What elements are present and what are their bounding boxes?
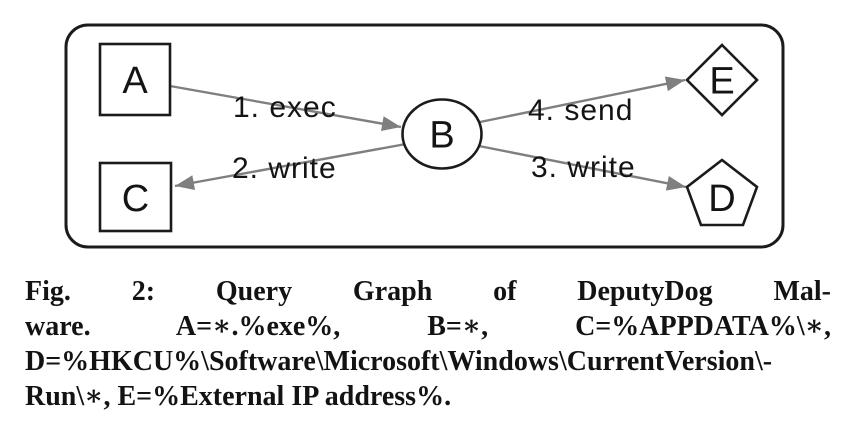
edge-b-d-label: 3. write <box>531 151 636 184</box>
edge-a-b-label: 1. exec <box>233 91 337 124</box>
edge-b-to-d <box>478 144 687 191</box>
node-b-circle <box>401 98 483 170</box>
caption-line-3: D=%HKCU%\Software\Microsoft\Windows\Curr… <box>25 346 773 377</box>
edge-b-e-label: 4. send <box>528 94 633 127</box>
node-c-label: C <box>122 178 149 220</box>
node-a-square <box>98 42 172 117</box>
graph-boundary-box <box>64 23 785 249</box>
node-b-label: B <box>429 115 454 157</box>
caption-line-4: Run\∗, E=%External IP address%. <box>25 381 452 412</box>
query-graph-figure: A B C D E 1. exec 2. write 3. write 4. s… <box>64 23 785 249</box>
edge-b-c-label: 2. write <box>232 152 337 185</box>
node-d-label: D <box>708 178 735 220</box>
caption-line-2: ware. A=∗.%exe%, B=∗, C=%APPDATA%\∗, <box>25 311 831 342</box>
node-e-label: E <box>709 61 734 103</box>
edge-b-to-c <box>174 142 407 190</box>
edge-b-to-e <box>479 76 686 124</box>
edge-a-to-b <box>169 84 402 132</box>
node-c-square <box>98 161 173 233</box>
node-e-diamond <box>685 43 759 117</box>
node-d-pentagon <box>685 158 759 227</box>
figure-caption: Fig. 2: Query Graph of DeputyDog Mal- wa… <box>25 274 831 414</box>
caption-line-1: Fig. 2: Query Graph of DeputyDog Mal- <box>25 276 831 307</box>
node-a-label: A <box>122 60 148 102</box>
